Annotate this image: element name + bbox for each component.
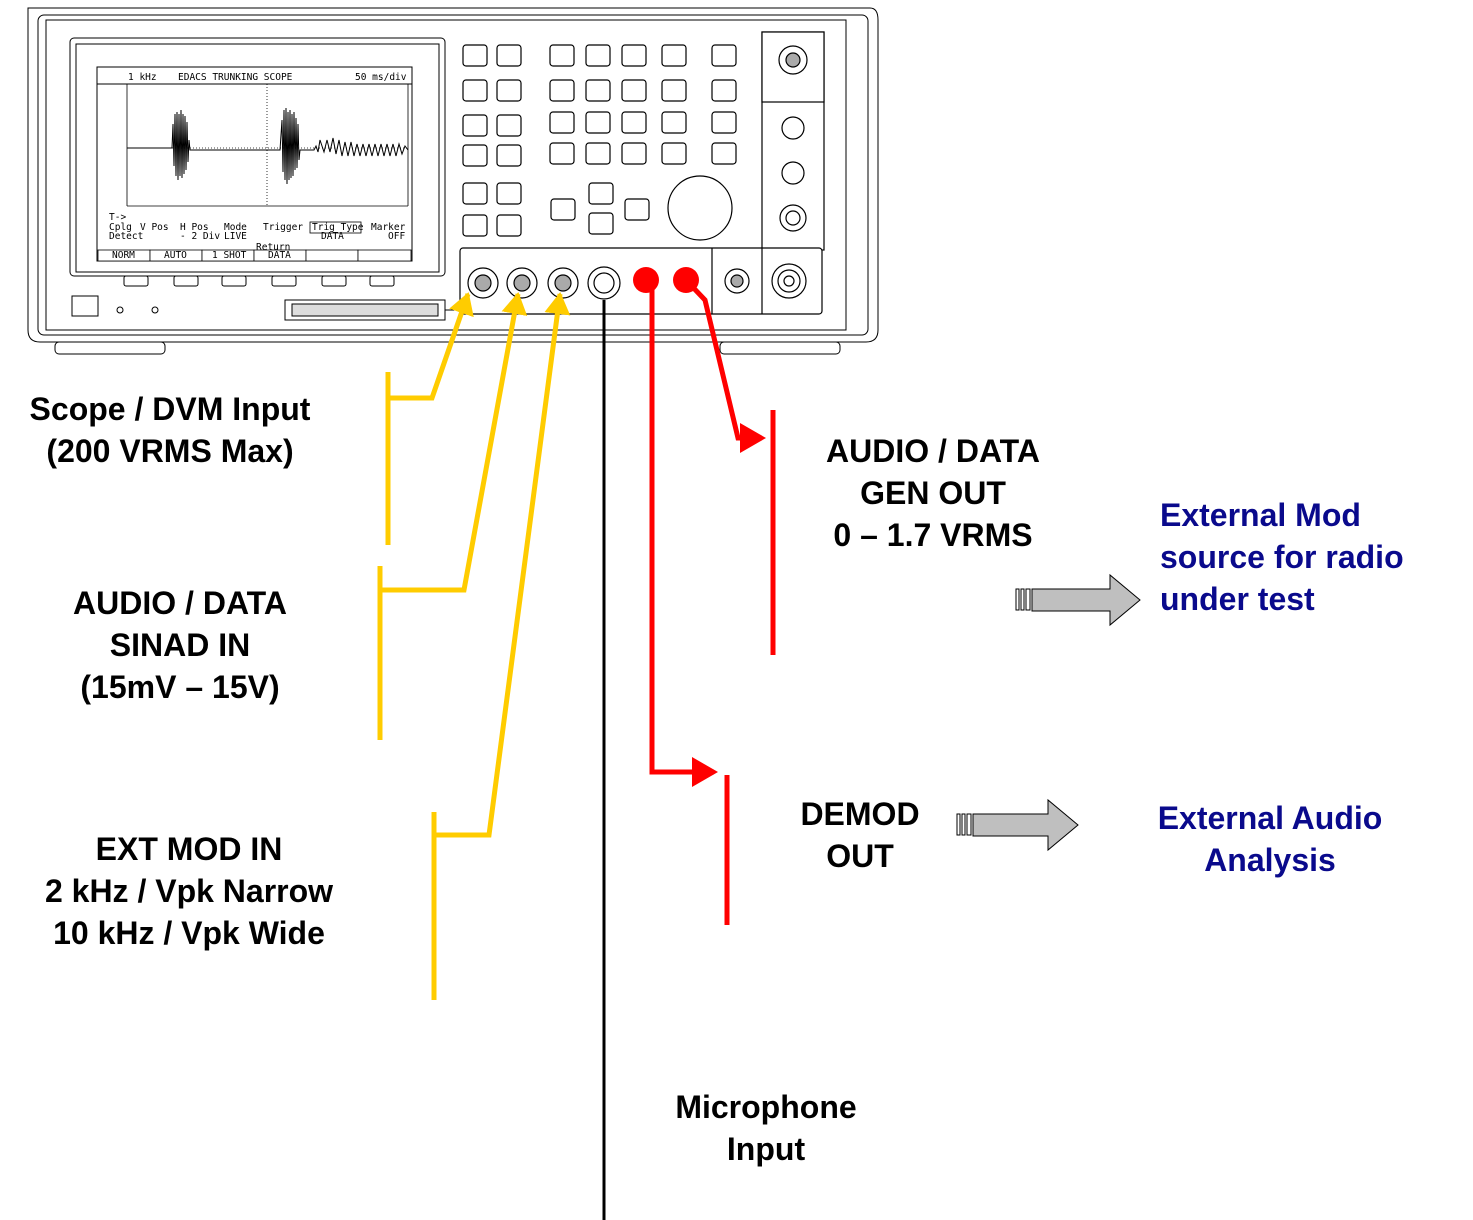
right-panel	[761, 31, 825, 251]
audio-data-gen-out-label: AUDIO / DATA GEN OUT 0 – 1.7 VRMS	[792, 430, 1074, 557]
ext-mod-source-line-1: External Mod	[1160, 497, 1361, 533]
ext-audio-flow-arrow	[956, 798, 1079, 852]
demod-out-label: DEMOD OUT	[770, 793, 950, 877]
menu-hpos: H Pos	[180, 222, 209, 233]
menu-hpos-value: - 2 Div	[180, 231, 220, 242]
ext-mod-in-label: EXT MOD IN 2 kHz / Vpk Narrow 10 kHz / V…	[10, 828, 368, 955]
screen-title: EDACS TRUNKING SCOPE	[178, 72, 293, 83]
menu-mode: Mode	[224, 222, 247, 233]
menu-marker-value: OFF	[388, 231, 405, 242]
scope-input-label: Scope / DVM Input (200 VRMS Max)	[2, 388, 338, 472]
audio-in-label-line-1: AUDIO / DATA	[73, 585, 287, 621]
menu-cplg: Cplg	[109, 222, 132, 233]
softkey-buttons	[123, 275, 395, 287]
microphone-label-line-2: Input	[726, 1131, 806, 1168]
scope-display: 1 kHz EDACS TRUNKING SCOPE 50 ms/div T->…	[96, 66, 413, 262]
menu-trig-type-value: DATA	[321, 231, 344, 242]
screen-header-left: 1 kHz	[128, 72, 157, 83]
demod-out-label-line-1: DEMOD	[800, 796, 920, 832]
ext-mod-flow-arrow	[1015, 573, 1141, 627]
keypad	[462, 44, 737, 241]
scope-input-label-line-1: Scope / DVM Input	[29, 391, 311, 427]
ext-mod-label-line-3: 10 kHz / Vpk Wide	[53, 915, 325, 952]
menu-detect: Detect	[109, 231, 143, 242]
ext-mod-source-line-2: source for radio	[1160, 539, 1404, 576]
external-audio-analysis-note: External Audio Analysis	[1120, 797, 1420, 881]
screen-arrow-label: T->	[109, 212, 126, 223]
external-mod-source-note: External Mod source for radio under test	[1160, 494, 1460, 621]
demod-out-label-line-2: OUT	[826, 838, 894, 875]
ext-mod-source-line-3: under test	[1160, 581, 1315, 618]
ext-audio-line-2: Analysis	[1204, 842, 1336, 879]
softkey-data: DATA	[268, 250, 291, 261]
menu-mode-value: LIVE	[224, 231, 247, 242]
softkey-1shot: 1 SHOT	[212, 250, 247, 261]
gen-out-label-line-1: AUDIO / DATA	[826, 433, 1040, 469]
ext-mod-line	[434, 292, 571, 838]
scope-input-line	[388, 292, 474, 401]
menu-return: Return	[256, 242, 290, 253]
ext-audio-line-1: External Audio	[1157, 800, 1383, 836]
menu-marker: Marker	[371, 222, 406, 233]
gen-out-label-line-2: GEN OUT	[860, 475, 1006, 512]
output-connections	[643, 278, 776, 925]
audio-in-line	[380, 292, 528, 593]
microphone-label-line-1: Microphone	[675, 1089, 857, 1125]
audio-data-sinad-in-label: AUDIO / DATA SINAD IN (15mV – 15V)	[20, 582, 340, 709]
screen-header-right: 50 ms/div	[355, 72, 407, 83]
audio-in-label-line-2: SINAD IN	[109, 627, 251, 664]
menu-trigger: Trigger	[263, 222, 303, 233]
ext-mod-label-line-2: 2 kHz / Vpk Narrow	[44, 873, 334, 910]
audio-in-label-line-3: (15mV – 15V)	[80, 669, 280, 706]
gen-out-label-line-3: 0 – 1.7 VRMS	[833, 517, 1033, 554]
menu-vpos: V Pos	[140, 222, 169, 233]
ext-mod-label-line-1: EXT MOD IN	[95, 831, 283, 867]
front-panel-lower	[71, 295, 470, 321]
input-connections	[377, 292, 571, 1000]
scope-input-label-line-2: (200 VRMS Max)	[46, 433, 294, 470]
microphone-input-label: Microphone Input	[636, 1086, 896, 1170]
menu-trig-type: Trig Type	[312, 222, 364, 233]
softkey-norm: NORM	[112, 250, 135, 261]
gen-out-line	[684, 278, 766, 453]
softkey-auto: AUTO	[164, 250, 187, 261]
demod-out-line	[643, 278, 718, 787]
